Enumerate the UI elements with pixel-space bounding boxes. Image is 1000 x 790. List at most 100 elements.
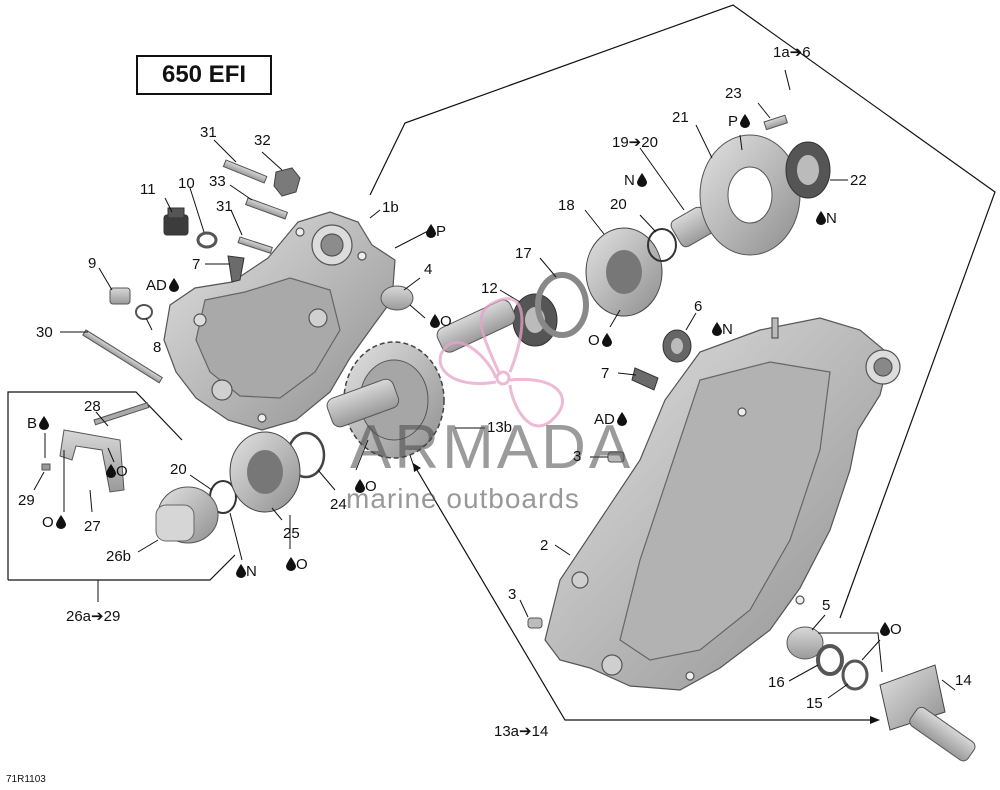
callout-4: 4 <box>424 261 433 278</box>
lubricant-drop-icon <box>355 479 365 493</box>
callout-30: 30 <box>36 324 53 341</box>
callout-31-mid: 31 <box>216 198 233 215</box>
lubricant-drop-icon <box>740 114 750 128</box>
lube-tag-22-N: N <box>816 209 837 226</box>
callout-33: 33 <box>209 173 226 190</box>
assembly-bracket-1a-6 <box>369 4 996 619</box>
lubricant-drop-icon <box>712 322 722 336</box>
callout-3-upper: 3 <box>573 448 582 465</box>
leader-1a-6 <box>784 69 791 91</box>
callout-16: 16 <box>768 674 785 691</box>
lubricant-drop-icon <box>286 557 296 571</box>
watermark-tagline: marine outboards <box>346 483 580 514</box>
lubricant-drop-icon <box>426 224 436 238</box>
pin-part-29 <box>41 463 51 471</box>
sensor-part-top <box>227 255 245 283</box>
lube-tag-18-O: O <box>588 331 610 348</box>
washer-part-15 <box>841 659 869 691</box>
callout-23: 23 <box>725 85 742 102</box>
callout-27: 27 <box>84 518 101 535</box>
fitting-part <box>109 287 131 305</box>
callout-7-right: 7 <box>601 365 610 382</box>
callout-8: 8 <box>153 339 162 356</box>
watermark-name: ARMADA <box>350 413 634 482</box>
callout-10: 10 <box>178 175 195 192</box>
left-crankcase-part <box>163 211 396 431</box>
bolts-group <box>82 114 789 384</box>
pinion-shaft-part <box>879 664 976 762</box>
output-gear-part <box>326 299 516 459</box>
callout-1a-6: 1a➔6 <box>773 44 811 61</box>
subassembly-bracket-26a-29 <box>7 391 183 580</box>
callout-17: 17 <box>515 245 532 262</box>
lubricant-drop-icon <box>637 173 647 187</box>
lube-tag-27-O-right: O <box>106 462 128 479</box>
sensor-part-right <box>631 367 659 391</box>
callout-9: 9 <box>88 255 97 272</box>
lube-tag-7-AD-left: AD <box>146 276 177 293</box>
callout-14: 14 <box>955 672 972 689</box>
washer-part <box>196 231 218 249</box>
lube-tag-19-N: N <box>624 171 645 188</box>
callout-24: 24 <box>330 496 347 513</box>
lube-tag-26-N: N <box>236 562 257 579</box>
bearing-part-5 <box>786 626 824 660</box>
dowel-pin-lower <box>527 617 543 629</box>
lubricant-drop-icon <box>236 564 246 578</box>
callout-28: 28 <box>84 398 101 415</box>
armada-logo <box>438 297 564 428</box>
lubricant-drop-icon <box>430 314 440 328</box>
lube-tag-21-P: P <box>728 112 748 129</box>
shift-rod-part <box>93 402 150 426</box>
callout-32: 32 <box>254 132 271 149</box>
lubricant-drop-icon <box>169 278 179 292</box>
lube-tag-6-N: N <box>712 320 733 337</box>
callout-18: 18 <box>558 197 575 214</box>
lubricant-drop-icon <box>56 515 66 529</box>
lube-tag-28-B: B <box>27 414 47 431</box>
callout-31-top: 31 <box>200 124 217 141</box>
leader-lines <box>33 102 956 699</box>
figure-code: 71R1103 <box>6 774 46 785</box>
snap-ring-right <box>647 228 677 262</box>
callout-20-right: 20 <box>610 196 627 213</box>
callout-13a-14: 13a➔14 <box>494 723 549 740</box>
drain-plug-part <box>163 207 189 236</box>
callout-21: 21 <box>672 109 689 126</box>
callout-6: 6 <box>694 298 703 315</box>
callout-7-left: 7 <box>192 256 201 273</box>
lube-tag-13b-O: O <box>355 477 377 494</box>
callout-26b: 26b <box>106 548 132 565</box>
shift-fork-part <box>59 429 125 493</box>
washer-part-16 <box>816 644 844 676</box>
bracket-part-32 <box>273 167 301 197</box>
model-title: 650 EFI <box>136 55 272 95</box>
callout-13b: 13b <box>487 419 513 436</box>
lubricant-drop-icon <box>106 464 116 478</box>
callout-20-left: 20 <box>170 461 187 478</box>
callout-26a-29: 26a➔29 <box>66 608 121 625</box>
lube-tag-5-O: O <box>880 620 902 637</box>
callout-3-lower: 3 <box>508 586 517 603</box>
callout-12: 12 <box>481 280 498 297</box>
callout-15: 15 <box>806 695 823 712</box>
lubricant-drop-icon <box>617 412 627 426</box>
lube-tag-27-O-left: O <box>42 513 64 530</box>
callout-2: 2 <box>540 537 549 554</box>
callout-5: 5 <box>822 597 831 614</box>
lube-tag-7-AD-right: AD <box>594 410 625 427</box>
lubricant-drop-icon <box>880 622 890 636</box>
callout-25: 25 <box>283 525 300 542</box>
callout-1b: 1b <box>382 199 399 216</box>
callout-19-20: 19➔20 <box>612 134 658 151</box>
ring-part-17 <box>535 272 589 338</box>
callout-22: 22 <box>850 172 867 189</box>
right-crankcase-part <box>544 317 901 691</box>
sleeve-part <box>380 285 414 311</box>
bracket-13a-14 <box>416 469 870 721</box>
lube-tag-1b-P: P <box>426 222 446 239</box>
lubricant-drop-icon <box>39 416 49 430</box>
callout-11: 11 <box>140 181 156 198</box>
